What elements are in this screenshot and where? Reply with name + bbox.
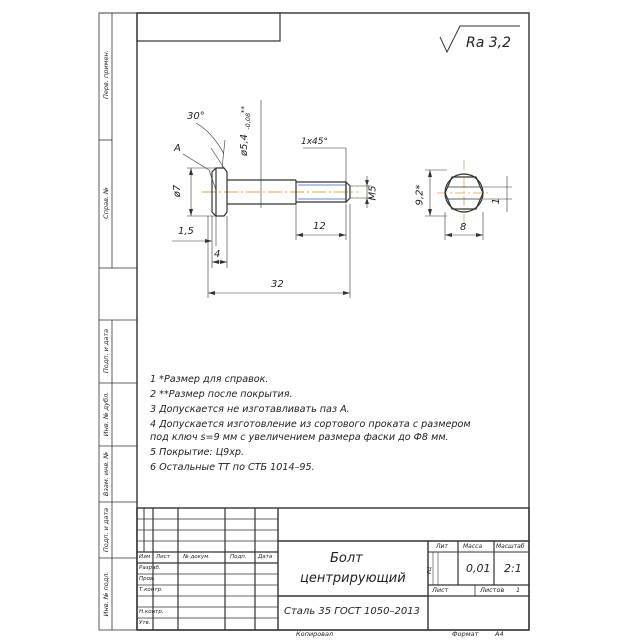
col-masshtab: Масштаб	[496, 543, 525, 550]
dim-len-total: 32	[271, 279, 284, 290]
note-2: 2 **Размер после покрытия.	[150, 389, 293, 400]
inner-frame	[136, 12, 530, 631]
row-header-ndokum: № докум.	[183, 554, 211, 560]
roughness-sign	[439, 25, 520, 54]
side-label-vzam-inv: Взам. инв. №	[102, 451, 110, 497]
material: Сталь 35 ГОСТ 1050–2013	[284, 606, 420, 617]
listov-value: 1	[516, 586, 521, 594]
dim-len-4: 4	[214, 249, 221, 260]
listov-label: Листов	[480, 586, 505, 594]
row-header-izm: Изм	[139, 554, 151, 560]
side-label-podp-data-2: Подп. и дата	[102, 507, 110, 553]
dim-dia-body-tol: -0,08	[244, 112, 253, 130]
dim-dia-body-stars: **	[240, 106, 248, 113]
dim-thread: M5	[367, 185, 379, 201]
thread-lines	[298, 184, 346, 200]
note-5: 5 Покрытие: Ц9хр.	[150, 447, 245, 458]
row-n-kontr: Н.контр.	[139, 609, 164, 615]
dimension-lines	[172, 100, 372, 298]
note-1: 1 *Размер для справок.	[150, 374, 269, 385]
dim-hex-1: 1	[491, 197, 503, 205]
roughness-value: Ra 3,2	[466, 35, 512, 51]
dim-chamfer: 1x45°	[301, 137, 329, 147]
part-name-line2: центрирующий	[300, 571, 406, 586]
side-label-sprav-no: Справ. №	[102, 187, 110, 219]
dim-angle-30: 30°	[187, 111, 205, 122]
row-header-list: Лист	[156, 554, 170, 560]
footer-format-value: А4	[495, 630, 504, 638]
hex-end-view	[444, 173, 484, 213]
side-label-perv-primen: Перв. примен.	[102, 50, 110, 99]
masshtab-value: 2:1	[504, 562, 522, 575]
massa-value: 0,01	[466, 562, 491, 575]
note-4-cont: под ключ s=9 мм с увеличением размера фа…	[150, 432, 449, 443]
bolt-part-view	[211, 167, 351, 217]
row-header-podp: Подп.	[230, 554, 247, 560]
outer-border	[98, 12, 530, 631]
note-3: 3 Допускается не изготавливать паз А.	[150, 404, 350, 415]
footer-kopiroval: Копировал	[296, 630, 334, 638]
row-razrab: Разраб.	[139, 565, 161, 571]
lit-mark: РЦ	[426, 567, 433, 574]
left-margin-strip	[99, 12, 137, 630]
part-name-line1: Болт	[330, 551, 363, 566]
side-label-podp-data-1: Подп. и дата	[102, 328, 110, 374]
note-6: 6 Остальные ТТ по СТБ 1014–95.	[150, 462, 315, 473]
dimension-arrows	[189, 168, 369, 295]
note-4: 4 Допускается изготовление из сортового …	[150, 419, 471, 430]
hex-dimension-arrows	[428, 170, 483, 237]
title-block	[136, 507, 530, 631]
dim-dia-head: ø7	[172, 184, 184, 198]
dim-len-thread: 12	[313, 221, 326, 232]
footer-format: Формат	[452, 630, 479, 638]
label-groove-a: A	[174, 143, 181, 154]
dim-dia-body: ø5,4	[239, 133, 251, 157]
dim-hex-width: 8	[460, 222, 467, 233]
row-header-data: Дата	[258, 554, 273, 560]
side-label-inv-podl: Инв. № подл.	[102, 571, 110, 617]
side-label-inv-dubl: Инв. № дубл.	[102, 391, 110, 437]
designation-corner-box	[136, 12, 281, 42]
dim-len-head: 1,5	[178, 226, 194, 237]
row-utv: Утв.	[139, 620, 151, 626]
col-massa: Масса	[463, 543, 483, 550]
list-label: Лист	[432, 586, 449, 594]
dim-hex: 9,2*	[414, 184, 426, 206]
row-t-kontr: Т.контр.	[139, 587, 163, 593]
row-prov: Пров.	[139, 576, 155, 582]
hex-dimension-lines	[425, 169, 512, 240]
col-lit: Лит	[436, 543, 448, 550]
